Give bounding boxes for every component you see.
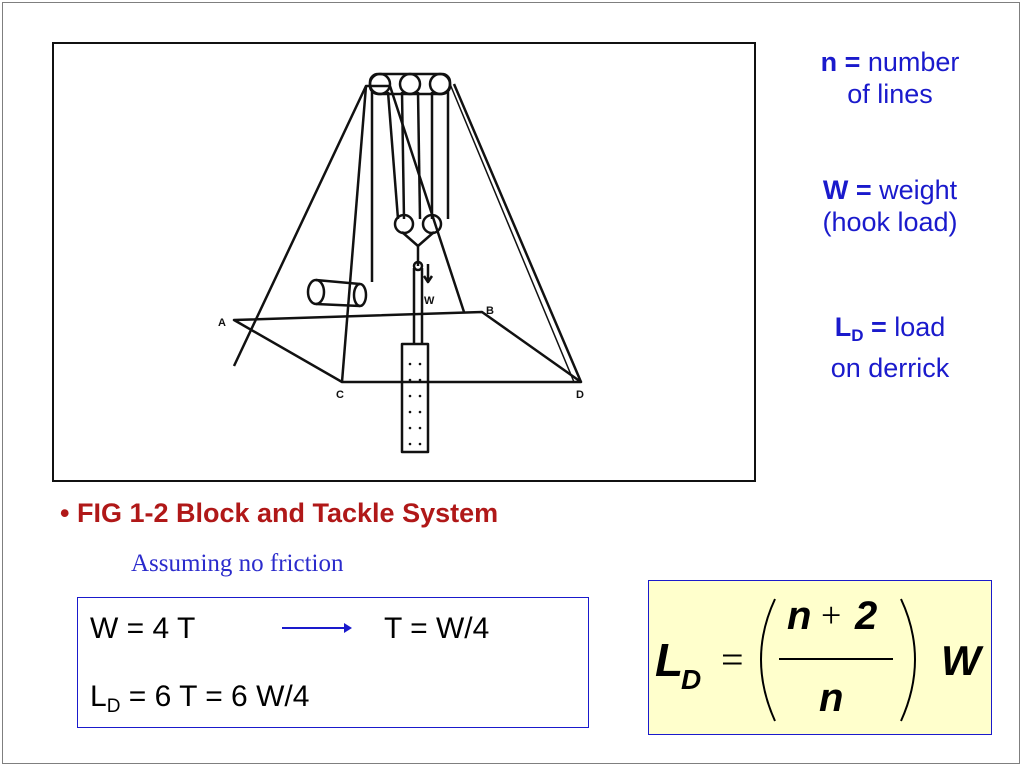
caption-text: FIG 1-2 Block and Tackle System (76, 498, 499, 528)
calc-tension: T = W/4 (384, 612, 490, 645)
derrick-base (232, 310, 583, 384)
symbol-n: n (820, 47, 838, 77)
derrick-load-formula: L D n 2 n W = + (655, 594, 984, 722)
equals-sign: = (863, 312, 887, 342)
assumption-text: Assuming no friction (131, 550, 344, 577)
label-d: D (576, 389, 584, 401)
symbol-w: W (822, 175, 849, 205)
formula-numerator-n: n (787, 594, 811, 638)
formula-denominator-n: n (819, 676, 843, 720)
label-a: A (218, 317, 226, 329)
drill-pipe (412, 268, 424, 344)
crown-sheave-2 (398, 72, 422, 96)
definition-w: W = weight (hook load) (790, 174, 990, 238)
block-and-tackle-figure: A B C D W (52, 42, 756, 482)
bullet: • (60, 498, 70, 528)
derrick-leg-left (232, 84, 466, 367)
symbol-l: L (834, 312, 852, 342)
label-w: W (424, 295, 435, 307)
formula-box: L D n 2 n W = + (648, 580, 992, 735)
definition-text: number (860, 47, 960, 77)
drill-string (400, 342, 430, 454)
definition-text: of lines (847, 79, 933, 109)
calculation-box: W = 4 T T = W/4 LD = 6 T = 6 W/4 (77, 597, 589, 728)
calc-derrick-load: LD = 6 T = 6 W/4 (90, 680, 309, 718)
calc-subscript-d: D (106, 696, 121, 717)
equals-sign: = (837, 47, 861, 77)
calc-weight: W = 4 T (90, 612, 196, 645)
formula-w: W (941, 637, 984, 684)
calc-l: L (90, 680, 107, 713)
drawworks-drum (306, 278, 326, 306)
label-c: C (336, 389, 344, 401)
derrick-leg-front (340, 85, 368, 383)
definition-ld: LD = load on derrick (790, 311, 990, 384)
equals-sign: = (848, 175, 872, 205)
formula-numerator-2: 2 (854, 594, 877, 638)
right-paren (900, 598, 916, 722)
calc-expression: = 6 T = 6 W/4 (120, 680, 310, 713)
derrick-leg-right (452, 83, 583, 383)
definition-text: on derrick (830, 353, 950, 383)
formula-equals: = (721, 637, 744, 682)
formula-l: L (655, 634, 683, 686)
figure-caption: • FIG 1-2 Block and Tackle System (60, 498, 498, 529)
definition-text: (hook load) (822, 207, 958, 237)
definition-n: n = number of lines (790, 46, 990, 110)
derrick-diagram: A B C D W (218, 72, 584, 454)
subscript-d: D (851, 326, 864, 345)
definition-text: weight (871, 175, 958, 205)
definition-text: load (886, 312, 946, 342)
formula-plus: + (821, 595, 841, 635)
label-b: B (486, 305, 494, 317)
left-paren (760, 598, 776, 722)
right-arrow-icon (282, 623, 352, 633)
formula-subscript-d: D (681, 664, 701, 695)
